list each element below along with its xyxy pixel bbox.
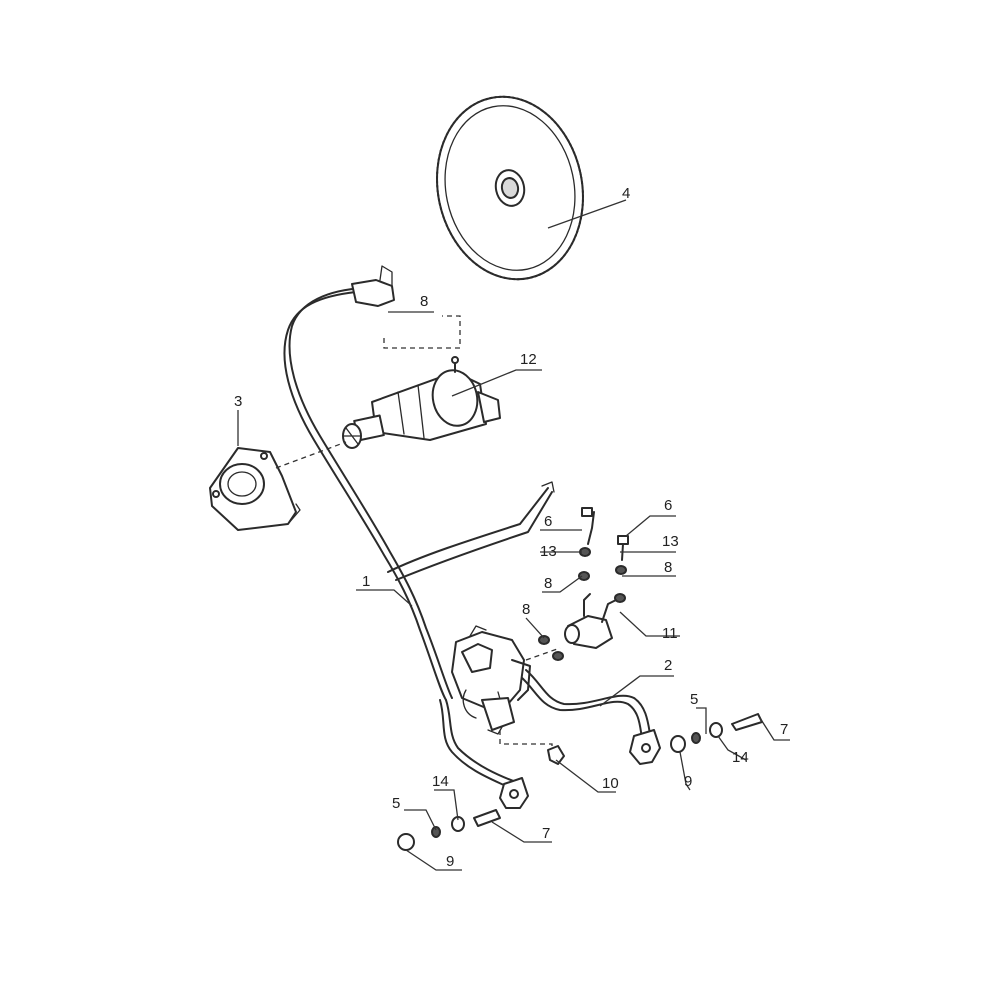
flywheel-ring-gear (436, 95, 584, 281)
callout-8-mid: 8 (522, 601, 530, 618)
callout-8-left: 8 (544, 575, 552, 592)
alignment-line-starter-mount (275, 441, 347, 469)
battery-cable (519, 669, 661, 765)
callout-12: 12 (520, 351, 537, 368)
callout-9-right: 9 (684, 773, 692, 790)
callout-4: 4 (622, 185, 630, 202)
callout-14-right: 14 (732, 749, 749, 766)
solenoid (564, 593, 617, 649)
alignment-line-relay (499, 730, 553, 752)
callout-6-left: 6 (544, 513, 552, 530)
mounting-plate (209, 447, 301, 531)
relay-assembly (451, 625, 531, 735)
solenoid-fasteners-left (578, 507, 595, 581)
callout-8-top: 8 (420, 293, 428, 310)
callout-10: 10 (602, 775, 619, 792)
cable-clip (547, 745, 565, 765)
callout-6-right: 6 (664, 497, 672, 514)
callout-14-left: 14 (432, 773, 449, 790)
callout-5-left: 5 (392, 795, 400, 812)
callout-5-right: 5 (690, 691, 698, 708)
starter-motor (342, 356, 501, 449)
solenoid-fasteners-right (614, 535, 629, 603)
callout-1: 1 (362, 573, 370, 590)
callout-7-left: 7 (542, 825, 550, 842)
callout-3: 3 (234, 393, 242, 410)
callout-7-right: 7 (780, 721, 788, 738)
alignment-line-starter-nut (383, 315, 461, 349)
starter-cable-harness (283, 265, 555, 789)
alignment-line-solenoid (525, 647, 561, 661)
callout-8-right: 8 (664, 559, 672, 576)
cable-terminal-lug (499, 777, 529, 809)
solenoid-nuts (538, 635, 564, 661)
leader-lines (237, 199, 790, 871)
terminal-fasteners-left (397, 809, 501, 851)
callout-13-right: 13 (662, 533, 679, 550)
callout-13-left: 13 (540, 543, 557, 560)
callout-9-left: 9 (446, 853, 454, 870)
callout-11: 11 (662, 625, 678, 642)
terminal-fasteners-right (670, 713, 763, 753)
callout-2: 2 (664, 657, 672, 674)
callout-labels: 4 8 12 3 1 2 6 13 8 8 6 13 8 11 10 5 9 1… (234, 185, 788, 870)
